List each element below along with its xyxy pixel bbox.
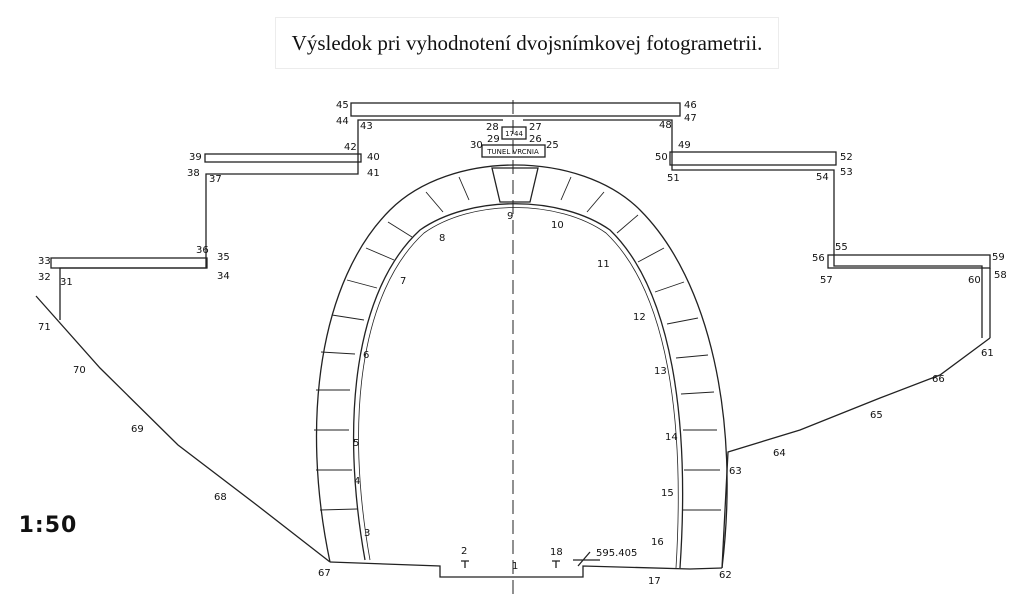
cornice-right-upper — [669, 151, 837, 166]
terrain-left-line — [35, 295, 331, 563]
point-label: 47 — [684, 113, 697, 124]
point-label: 34 — [217, 271, 230, 282]
point-label: 14 — [665, 432, 678, 443]
point-label: 32 — [38, 272, 51, 283]
point-label: 56 — [812, 253, 825, 264]
point-label: 39 — [189, 152, 202, 163]
point-label: 31 — [60, 277, 73, 288]
point-label: 64 — [773, 448, 786, 459]
point-label: 26 — [529, 134, 542, 145]
point-label: 52 — [840, 152, 853, 163]
point-label: 49 — [678, 140, 691, 151]
point-label: 15 — [661, 488, 674, 499]
point-label: 36 — [196, 245, 209, 256]
point-label: 65 — [870, 410, 883, 421]
point-label: 71 — [38, 322, 51, 333]
point-label: 37 — [209, 174, 222, 185]
point-label: 30 — [470, 140, 483, 151]
elevation-mark — [573, 551, 600, 567]
facade-right-outline — [523, 119, 983, 338]
arch-inner — [352, 203, 684, 569]
point-label: 41 — [367, 168, 380, 179]
point-label: 55 — [835, 242, 848, 253]
point-label: 11 — [597, 259, 610, 270]
point-label: 60 — [968, 275, 981, 286]
plate-year: 1744 — [505, 130, 523, 138]
point-label: 12 — [633, 312, 646, 323]
point-label: 28 — [486, 122, 499, 133]
elevation-label: 595.405 — [596, 548, 637, 559]
title-box: Výsledok pri vyhodnotení dvojsnímkovej f… — [276, 18, 778, 68]
point-label: 10 — [551, 220, 564, 231]
survey-mark-2 — [461, 560, 469, 568]
point-label: 17 — [648, 576, 661, 587]
arch-outer — [315, 164, 728, 569]
point-label: 44 — [336, 116, 349, 127]
scale-label: 1:50 — [18, 512, 78, 538]
point-label: 43 — [360, 121, 373, 132]
point-label: 70 — [73, 365, 86, 376]
point-label: 40 — [367, 152, 380, 163]
point-label: 54 — [816, 172, 829, 183]
keystone — [491, 167, 539, 203]
point-label: 8 — [439, 233, 445, 244]
point-label: 6 — [363, 350, 369, 361]
point-label: 5 — [353, 438, 359, 449]
cornice-top — [350, 102, 681, 117]
point-label: 29 — [487, 134, 500, 145]
point-label: 13 — [654, 366, 667, 377]
terrain-right-line — [721, 337, 991, 569]
point-label: 51 — [667, 173, 680, 184]
point-label: 3 — [364, 528, 370, 539]
point-label: 57 — [820, 275, 833, 286]
point-label: 68 — [214, 492, 227, 503]
point-label: 1 — [512, 561, 518, 572]
point-label: 35 — [217, 252, 230, 263]
scale-box: 1:50 — [0, 508, 96, 542]
point-label: 61 — [981, 348, 994, 359]
point-label: 48 — [659, 120, 672, 131]
point-label: 53 — [840, 167, 853, 178]
point-label: 16 — [651, 537, 664, 548]
point-label: 69 — [131, 424, 144, 435]
point-label: 25 — [546, 140, 559, 151]
drawing-title: Výsledok pri vyhodnotení dvojsnímkovej f… — [291, 30, 763, 55]
cornice-left-lower — [50, 257, 208, 269]
point-label: 4 — [354, 476, 360, 487]
point-label: 45 — [336, 100, 349, 111]
point-label: 62 — [719, 570, 732, 581]
point-label: 63 — [729, 466, 742, 477]
date-plate — [501, 126, 527, 140]
cornice-left-upper — [204, 153, 362, 163]
point-label: 38 — [187, 168, 200, 179]
point-label: 67 — [318, 568, 331, 579]
point-label: 2 — [461, 546, 467, 557]
point-labels: 1 2 3 4 5 6 7 8 9 10 11 12 13 14 15 16 1… — [38, 100, 1007, 587]
point-label: 59 — [992, 252, 1005, 263]
point-label: 46 — [684, 100, 697, 111]
plate-name: TUNEL VRCNIA — [486, 148, 539, 156]
cornice-right-lower — [827, 254, 991, 269]
survey-mark-18 — [552, 560, 560, 568]
point-label: 58 — [994, 270, 1007, 281]
name-plate — [481, 144, 546, 158]
point-label: 42 — [344, 142, 357, 153]
point-label: 18 — [550, 547, 563, 558]
point-label: 66 — [932, 374, 945, 385]
point-label: 9 — [507, 211, 513, 222]
point-label: 7 — [400, 276, 406, 287]
point-label: 50 — [655, 152, 668, 163]
point-label: 27 — [529, 122, 542, 133]
tunnel-floor-line — [329, 561, 723, 578]
point-label: 33 — [38, 256, 51, 267]
